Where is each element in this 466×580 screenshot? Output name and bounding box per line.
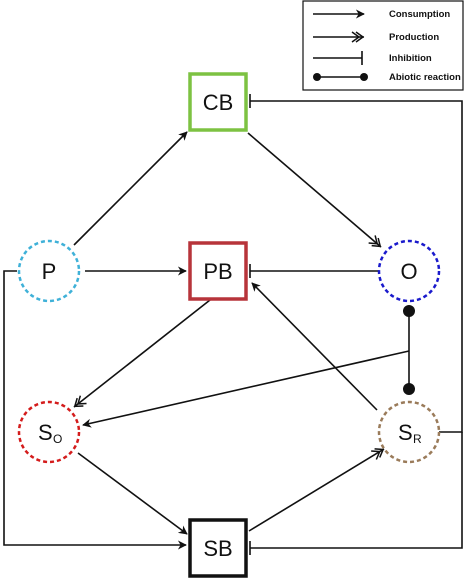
node-o: O xyxy=(377,239,441,303)
abiotic-dot-o xyxy=(403,305,415,317)
node-pb: PB xyxy=(188,241,248,301)
node-p: P xyxy=(17,239,81,303)
legend-consumption-label: Consumption xyxy=(389,9,450,20)
edge-sr-inhibits-sb xyxy=(249,432,463,555)
edge-so-to-sb xyxy=(77,452,188,535)
node-sr: S R xyxy=(377,400,441,464)
legend-abiotic-dot-right xyxy=(360,73,368,81)
edge-p-to-cb xyxy=(73,131,188,246)
node-pb-label: PB xyxy=(203,259,232,284)
edge-sb-to-sr xyxy=(248,448,385,532)
node-p-label: P xyxy=(42,259,57,284)
node-sr-subscript: R xyxy=(413,432,422,446)
legend-abiotic-label: Abiotic reaction xyxy=(389,72,461,83)
node-cb-label: CB xyxy=(203,90,234,115)
edge-sr-to-pb xyxy=(251,282,378,411)
node-sb-label: SB xyxy=(203,536,232,561)
legend: Consumption Production Inhibition Abioti… xyxy=(302,0,464,91)
edge-pb-to-so xyxy=(73,299,211,408)
legend-box xyxy=(302,0,464,91)
edge-sr-inhibits-cb xyxy=(249,94,463,433)
node-o-label: O xyxy=(400,259,417,284)
legend-abiotic-dot-left xyxy=(313,73,321,81)
node-so-label: S xyxy=(38,420,53,445)
edge-cb-to-o xyxy=(247,132,382,248)
node-sb: SB xyxy=(188,518,248,578)
legend-production-label: Production xyxy=(389,32,439,43)
node-sr-circle xyxy=(377,400,441,464)
edges xyxy=(3,94,463,555)
node-o-circle xyxy=(377,239,441,303)
node-p-circle xyxy=(17,239,81,303)
legend-inhibition-label: Inhibition xyxy=(389,53,432,64)
edge-p-to-sb xyxy=(3,270,187,550)
node-pb-box xyxy=(188,241,248,301)
node-sb-box xyxy=(188,518,248,578)
node-cb-box xyxy=(188,72,248,132)
node-sr-label: S xyxy=(398,420,413,445)
node-cb: CB xyxy=(188,72,248,132)
node-so: S O xyxy=(17,400,81,464)
node-so-circle xyxy=(17,400,81,464)
node-so-subscript: O xyxy=(53,432,62,446)
abiotic-dot-sr xyxy=(403,383,415,395)
edge-o-to-so xyxy=(82,350,410,428)
